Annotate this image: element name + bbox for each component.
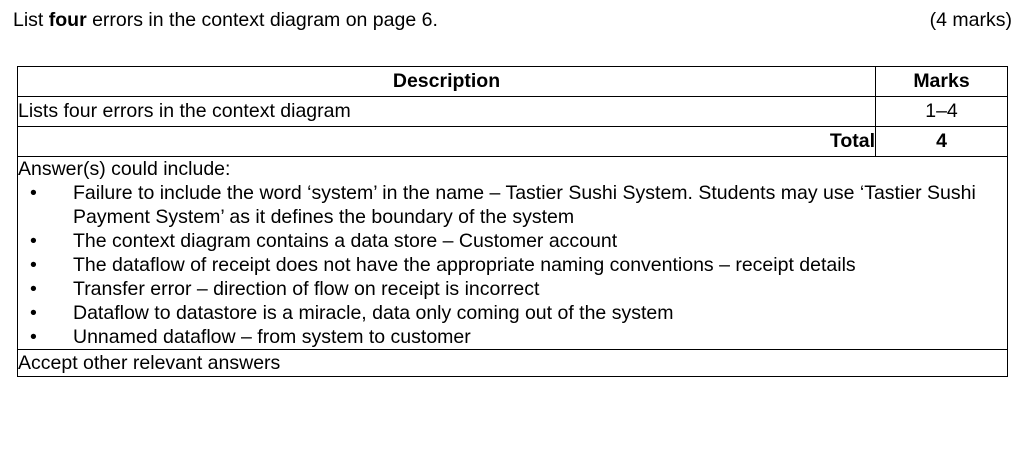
bullet-icon: • <box>30 326 37 348</box>
list-item: • Failure to include the word ‘system’ i… <box>18 181 1007 229</box>
question-text: List four errors in the context diagram … <box>13 8 438 32</box>
list-item-text: Dataflow to datastore is a miracle, data… <box>73 302 674 324</box>
answers-intro: Answer(s) could include: <box>18 158 231 180</box>
answers-cell: Answer(s) could include: • Failure to in… <box>17 156 1008 350</box>
table-accept-row: Accept other relevant answers <box>17 349 1008 377</box>
list-item-text: The context diagram contains a data stor… <box>73 230 618 252</box>
bullet-icon: • <box>30 302 37 324</box>
bullet-icon: • <box>30 182 37 204</box>
table-header-row: Description Marks <box>17 66 1008 97</box>
column-header-marks: Marks <box>875 66 1008 97</box>
question-marks-allocation: (4 marks) <box>929 9 1012 31</box>
list-item-text: Failure to include the word ‘system’ in … <box>73 182 976 228</box>
table-total-row: Total 4 <box>17 126 1008 157</box>
list-item-text: The dataflow of receipt does not have th… <box>73 254 856 276</box>
bullet-icon: • <box>30 254 37 276</box>
list-item-text: Transfer error – direction of flow on re… <box>73 278 540 300</box>
list-item: • Unnamed dataflow – from system to cust… <box>18 325 1007 349</box>
table-answers-row: Answer(s) could include: • Failure to in… <box>17 156 1008 350</box>
question-prefix: List <box>13 9 49 31</box>
table-row: Lists four errors in the context diagram… <box>17 96 1008 127</box>
accept-other-answers-note: Accept other relevant answers <box>17 349 1008 377</box>
list-item: • The dataflow of receipt does not have … <box>18 253 1007 277</box>
question-bold-word: four <box>48 9 87 31</box>
list-item: • Dataflow to datastore is a miracle, da… <box>18 301 1007 325</box>
bullet-icon: • <box>30 278 37 300</box>
criterion-description: Lists four errors in the context diagram <box>17 96 876 127</box>
bullet-icon: • <box>30 230 37 252</box>
question-line: List four errors in the context diagram … <box>13 8 1012 32</box>
list-item: • The context diagram contains a data st… <box>18 229 1007 253</box>
question-suffix: errors in the context diagram on page 6. <box>86 9 438 31</box>
criterion-marks: 1–4 <box>875 96 1008 127</box>
marking-key-table: Description Marks Lists four errors in t… <box>17 66 1008 377</box>
list-item-text: Unnamed dataflow – from system to custom… <box>73 326 471 348</box>
column-header-description: Description <box>17 66 876 97</box>
list-item: • Transfer error – direction of flow on … <box>18 277 1007 301</box>
total-value: 4 <box>875 126 1008 157</box>
total-label: Total <box>17 126 876 157</box>
answers-list: • Failure to include the word ‘system’ i… <box>18 181 1007 349</box>
